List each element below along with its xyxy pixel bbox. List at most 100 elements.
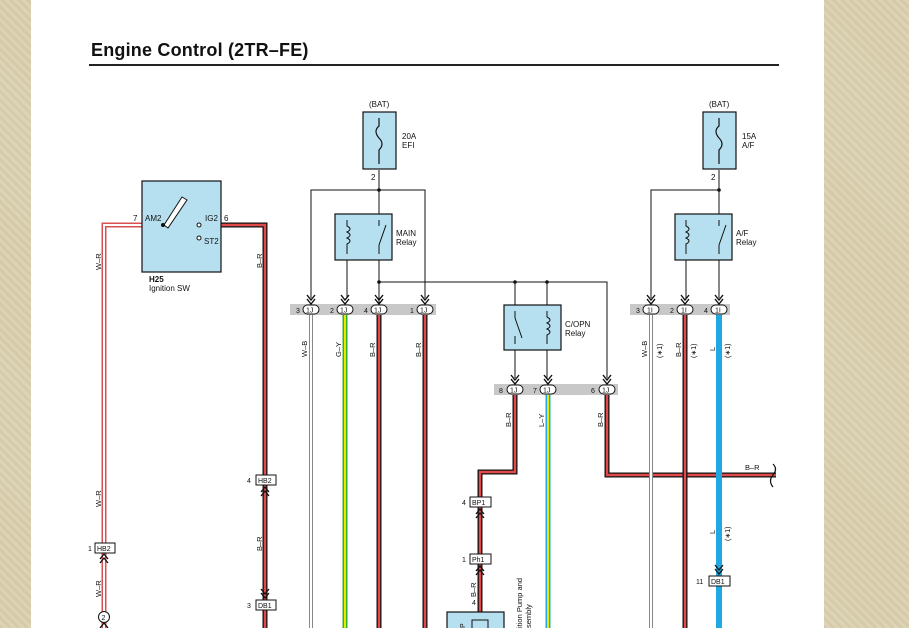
connector-i1-pin-1: 3 1I	[636, 294, 660, 315]
af-fuse-pin: 2	[711, 173, 716, 182]
main-relay-line2: Relay	[396, 238, 416, 247]
wire-label: B–R	[745, 463, 760, 472]
ground-point: 2	[98, 611, 110, 628]
connector-j1-pin-1: 3 1J	[296, 294, 320, 315]
wire-label: B–R	[469, 582, 478, 597]
svg-text:1I: 1I	[715, 308, 721, 315]
svg-text:4: 4	[364, 308, 368, 315]
title-rule	[89, 64, 779, 66]
wire-ignition-ig2	[221, 222, 268, 628]
wire-label: L	[708, 347, 717, 351]
svg-text:1I: 1I	[681, 308, 687, 315]
wire-label: B–R	[674, 342, 683, 357]
wire-label: B–R	[596, 412, 605, 427]
ignition-switch-code: H25	[149, 275, 164, 284]
main-relay-line1: MAIN	[396, 229, 416, 238]
svg-text:8: 8	[499, 388, 503, 395]
af-fuse-source: (BAT)	[709, 100, 730, 109]
svg-text:1J: 1J	[543, 388, 550, 395]
af-fuse-rating: 15A	[742, 132, 757, 141]
svg-text:7: 7	[533, 388, 537, 395]
svg-text:1J: 1J	[340, 308, 347, 315]
connector-j1-pin-4: 1 1J	[410, 294, 434, 315]
wire-label: B–R	[414, 342, 423, 357]
svg-text:BP1: BP1	[472, 500, 485, 507]
af-junction	[717, 188, 721, 192]
wire-label: L–Y	[537, 414, 546, 427]
svg-text:3: 3	[247, 603, 251, 610]
connector-db1-right: 11 DB1	[696, 564, 731, 587]
wire-break-mark	[769, 463, 777, 488]
ignition-pin-st2: ST2	[204, 237, 219, 246]
wire-label: B–R	[504, 412, 513, 427]
connector-j2-pin-1: 8 1J	[499, 374, 524, 395]
page-title: Engine Control (2TR–FE)	[91, 40, 309, 60]
ignition-pin-right-number: 6	[224, 214, 229, 223]
wire-label: B–R	[368, 342, 377, 357]
relay-switch-icon	[718, 220, 727, 254]
svg-text:1J: 1J	[510, 388, 517, 395]
svg-text:DB1: DB1	[711, 579, 725, 586]
ignition-pin-left-number: 7	[133, 214, 138, 223]
wire-label: W–R	[94, 253, 103, 270]
svg-text:HB2: HB2	[97, 546, 111, 553]
pump-name-line2: sembly	[524, 604, 533, 628]
pump-motor-icon	[471, 619, 489, 628]
af-relay-line2: Relay	[736, 238, 756, 247]
efi-feed-lines	[310, 170, 608, 378]
connector-j2-pin-3: 6 1J	[591, 374, 616, 395]
svg-text:4: 4	[462, 500, 466, 507]
connector-strip-j1	[290, 304, 436, 315]
efi-fuse-source: (BAT)	[369, 100, 390, 109]
svg-text:2: 2	[102, 615, 106, 622]
connector-j1-pin-3: 4 1J	[364, 294, 388, 315]
efi-fuse-name: EFI	[402, 141, 414, 150]
copn-junction	[513, 280, 517, 284]
wire-label: B–R	[255, 536, 264, 551]
wire-label: W–B	[300, 341, 309, 357]
copn-relay-box	[503, 304, 562, 351]
relay-switch-icon	[378, 220, 387, 254]
svg-text:1J: 1J	[602, 388, 609, 395]
efi-junction	[377, 188, 381, 192]
wire-note: (∗1)	[725, 344, 732, 358]
ig2-terminal	[196, 222, 202, 228]
connector-j1-pin-2: 2 1J	[330, 294, 354, 315]
copn-junction	[545, 280, 549, 284]
svg-text:4: 4	[247, 478, 251, 485]
main-relay-box	[334, 213, 393, 261]
svg-text:1J: 1J	[420, 308, 427, 315]
main-relay-junction	[377, 280, 381, 284]
wire-note: (∗1)	[657, 344, 664, 358]
ignition-switch-name: Ignition SW	[149, 284, 190, 293]
svg-text:6: 6	[591, 388, 595, 395]
wire-j2-br-pump	[477, 395, 518, 628]
efi-fuse-rating: 20A	[402, 132, 417, 141]
connector-hb2-upper: 4 HB2	[247, 474, 277, 497]
copn-relay-line1: C/OPN	[565, 320, 591, 329]
connector-bp1: 4 BP1	[462, 496, 492, 519]
svg-text:1: 1	[410, 308, 414, 315]
ignition-pin-am2: AM2	[145, 214, 162, 223]
pump-name-line1: ition Pump and	[515, 578, 524, 628]
svg-text:2: 2	[330, 308, 334, 315]
am2-terminal	[161, 223, 165, 227]
connector-ph1: 1 Ph1	[462, 553, 492, 576]
st2-terminal	[196, 235, 202, 241]
relay-coil-icon	[345, 220, 351, 254]
pump-pin: 4	[472, 600, 476, 607]
wire-label: G–Y	[334, 342, 343, 357]
svg-text:1I: 1I	[647, 308, 653, 315]
connector-db1-left: 3 DB1	[247, 588, 277, 611]
wire-ignition-am2	[101, 222, 142, 628]
relay-switch-icon	[514, 311, 523, 344]
wire-note: (∗1)	[691, 344, 698, 358]
svg-text:1J: 1J	[306, 308, 313, 315]
svg-text:4: 4	[704, 308, 708, 315]
connector-i1-pin-3: 4 1I	[704, 294, 728, 315]
af-relay-line1: A/F	[736, 229, 749, 238]
wire-label: W–B	[640, 341, 649, 357]
relay-coil-icon	[684, 220, 690, 254]
connector-i1-pin-2: 2 1I	[670, 294, 694, 315]
